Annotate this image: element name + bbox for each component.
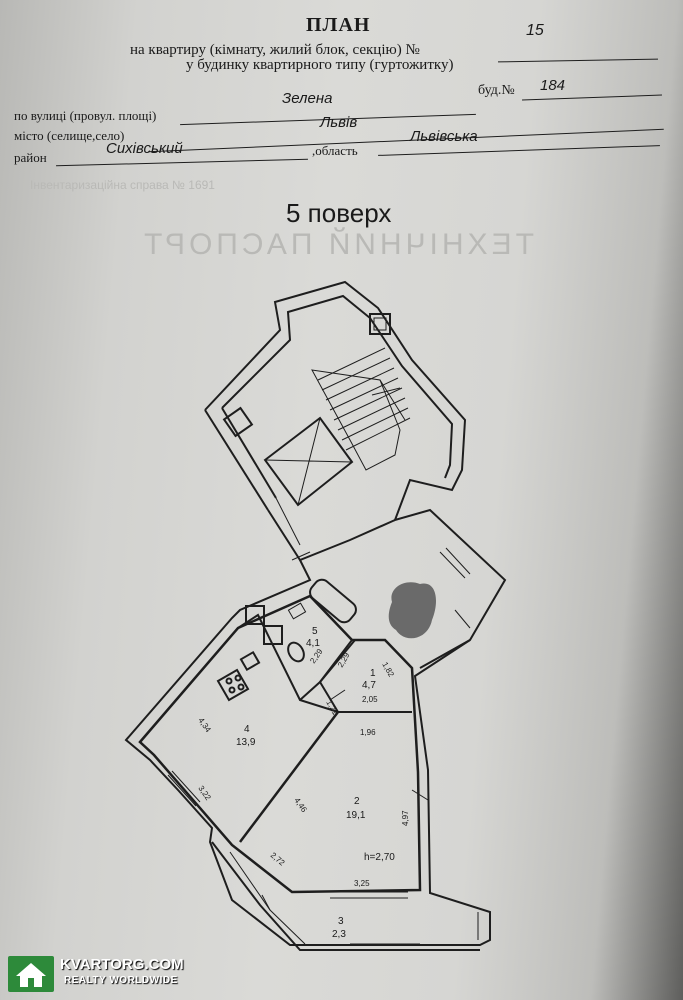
dim-balcony-side: 2,72 [269, 851, 287, 868]
dim-kitchen-window: 3,22 [196, 784, 213, 802]
logo-tagline: REALTY WORLDWIDE [64, 975, 178, 986]
street-value: Зелена [282, 90, 333, 107]
logo-brand: KVARTORG.COM [60, 956, 184, 973]
ceiling-height: h=2,70 [364, 852, 395, 863]
dim-bath-width: 2,29 [308, 647, 325, 665]
apartment-number: 15 [526, 22, 544, 39]
city-label: місто (селище,село) [14, 128, 125, 143]
header-line2: у будинку квартирного типу (гуртожитку) [186, 57, 454, 73]
room-labels: 5 4,1 1 4,7 4 13,9 2 19,1 3 2,3 h=2,70 [236, 626, 395, 940]
dim-room2-diagonal: 4,46 [292, 796, 309, 814]
staircase [311, 347, 411, 471]
redaction-blob [388, 582, 436, 639]
region-label: ,область [312, 143, 358, 158]
kvartorg-logo: KVARTORG.COM REALTY WORLDWIDE [8, 954, 198, 994]
room-id-2: 2 [354, 796, 360, 807]
house-glyph-icon [16, 963, 46, 987]
room-id-1: 1 [370, 668, 376, 679]
room-area-5: 4,1 [306, 638, 320, 649]
region-value: Львівська [410, 128, 478, 145]
ghost-inventory-case: Інвентаризаційна справа № 1691 [30, 178, 215, 192]
street-label: по вулиці (провул. площі) [14, 108, 157, 123]
plan-walls [124, 280, 507, 951]
room-area-2: 19,1 [346, 810, 366, 821]
room-id-3: 3 [338, 916, 344, 927]
room-area-4: 13,9 [236, 737, 256, 748]
dim-room2-top: 1,96 [360, 728, 376, 737]
floor-label: 5 поверх [286, 198, 392, 228]
building-label: буд.№ [478, 83, 515, 98]
city-value: Львів [320, 114, 358, 131]
room-area-3: 2,3 [332, 929, 346, 940]
house-logo-icon [8, 956, 54, 992]
ghost-inventory-label: Інвентаризаційна справа № [30, 178, 185, 192]
district-value: Сихівський [106, 140, 183, 157]
room-area-1: 4,7 [362, 680, 376, 691]
windows [167, 547, 471, 951]
dim-room2-height: 4,97 [401, 810, 410, 826]
room-id-5: 5 [312, 626, 318, 637]
dim-room2-bottom: 3,25 [354, 879, 370, 888]
building-number: 184 [540, 77, 566, 94]
plan-title: ПЛАН [306, 14, 371, 36]
ghost-inventory-number: 1691 [188, 178, 215, 192]
dim-hall-3: 1,82 [380, 661, 396, 679]
doors [291, 551, 479, 940]
dim-hall-2: 2,29 [336, 651, 352, 669]
dim-kitchen-side: 4,34 [196, 716, 213, 734]
header-line1: на квартиру (кімнату, жилий блок, секцію… [130, 42, 420, 58]
dim-hall-width: 2,05 [362, 695, 378, 704]
district-label: район [14, 150, 47, 165]
room-id-4: 4 [244, 724, 250, 735]
